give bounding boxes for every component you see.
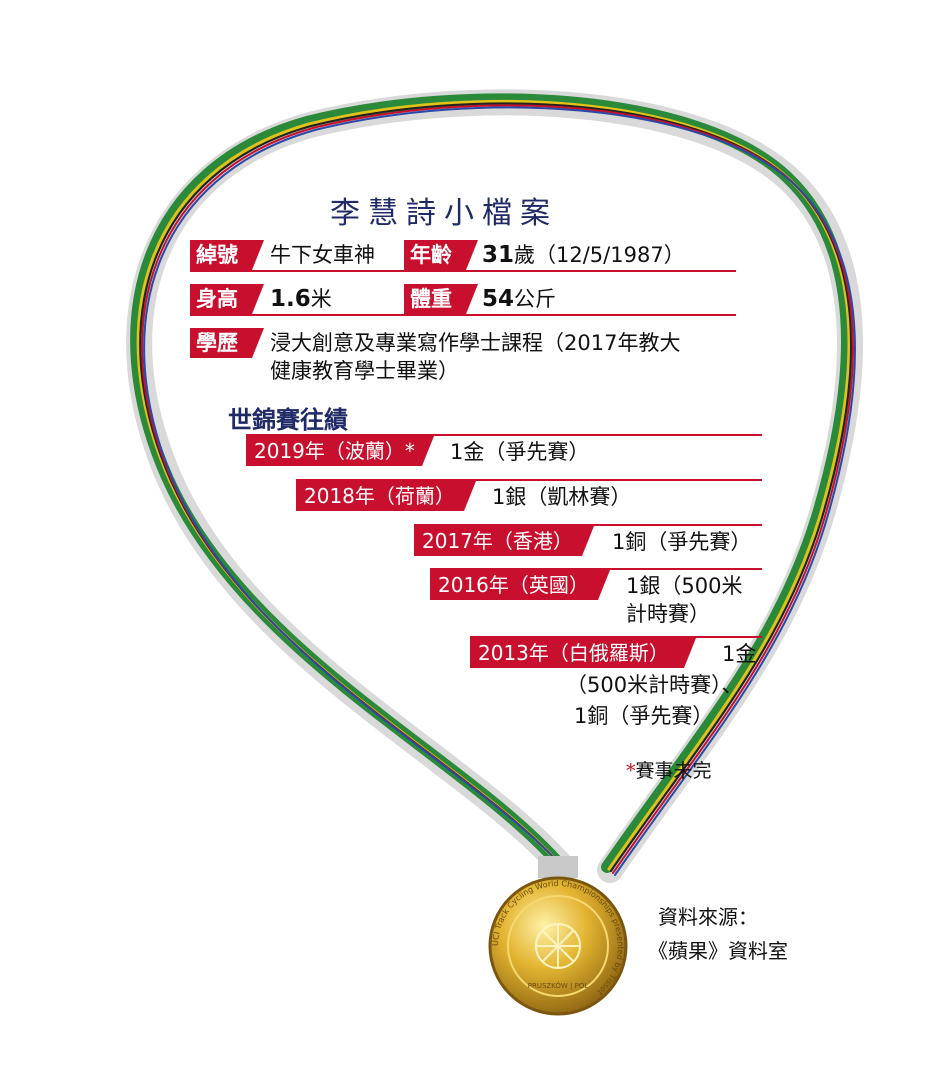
footnote: *賽事未完 [626,756,712,783]
record-result: 計時賽） [626,602,710,626]
record-year: 2019年（波蘭）* [246,436,434,466]
section-title: 世錦賽往績 [228,405,348,434]
record-rule [246,434,762,436]
record-year: 2017年（香港） [414,526,594,556]
height-label: 身高 [190,284,264,314]
education-label: 學歷 [190,328,264,358]
source-credit: 資料來源： 《蘋果》資料室 [648,900,788,968]
row-rule [190,314,736,316]
record-result: 1銅（爭先賽） [574,704,714,728]
record-rule [470,636,762,638]
nickname-label: 綽號 [190,240,264,270]
record-result: 1金（爭先賽） [450,440,590,464]
record-result: 1金 [722,642,757,666]
medal-wheel-icon [535,923,581,969]
record-result: 1銅（爭先賽） [612,530,752,554]
record-rule [296,479,762,481]
weight-label: 體重 [404,284,478,314]
age-number: 31 [482,242,515,268]
age-detail: 歲（12/5/1987） [514,243,685,267]
height-value: 1.6米 [270,284,332,314]
record-result: 1銀（凱林賽） [492,485,632,509]
weight-value: 54公斤 [482,284,556,314]
profile-title: 李慧詩小檔案 [330,196,558,231]
education-line-2: 健康教育學士畢業） [270,359,459,383]
education-line-1: 浸大創意及專業寫作學士課程（2017年教大 [270,331,681,355]
weight-number: 54 [482,286,515,312]
record-year: 2016年（英國） [430,570,610,600]
gold-medal-icon: UCI Track Cycling World Championships pr… [488,856,628,1016]
record-rule [414,524,762,526]
record-rule [430,568,762,570]
age-value: 31歲（12/5/1987） [482,240,685,270]
footnote-text: 賽事未完 [635,760,712,782]
source-line-2: 《蘋果》資料室 [648,939,788,963]
age-label: 年齡 [404,240,478,270]
record-year: 2018年（荷蘭） [296,481,476,511]
weight-unit: 公斤 [514,287,557,311]
record-year: 2013年（白俄羅斯） [470,638,696,668]
footnote-mark: * [626,760,636,782]
height-unit: 米 [310,287,332,311]
record-result: （500米計時賽）、 [566,673,743,697]
height-number: 1.6 [270,286,311,312]
row-rule [190,270,736,272]
source-line-1: 資料來源： [658,905,758,929]
nickname-value: 牛下女車神 [270,243,375,267]
record-result: 1銀（500米 [626,574,743,598]
medal-location: PRUSZKÓW | POL [528,981,589,990]
